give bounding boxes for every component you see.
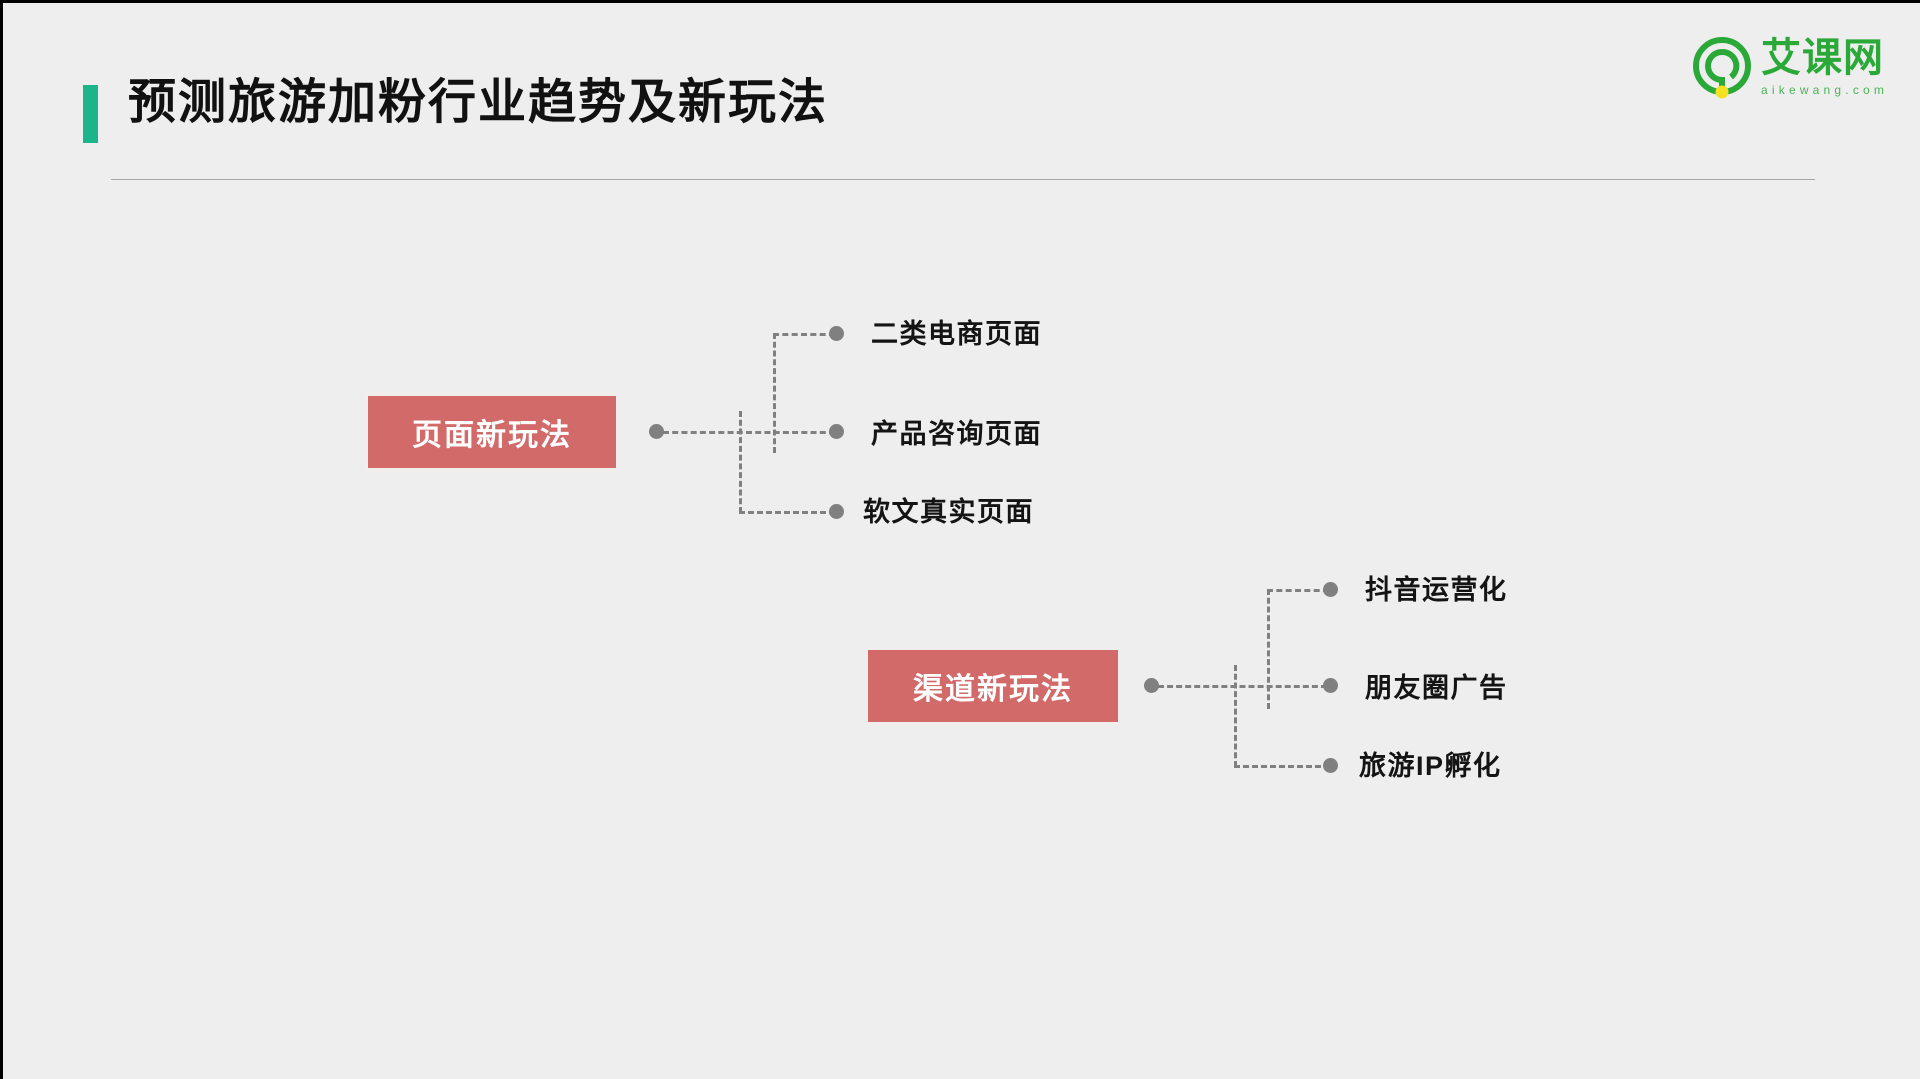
branch-dot-2-channel-plays — [1323, 678, 1338, 693]
trunk-dot-channel-plays — [1144, 678, 1159, 693]
logo-name-cn: 艾课网 — [1761, 36, 1884, 80]
riser-down-channel-plays — [1234, 665, 1237, 767]
branch-dot-1-page-plays — [829, 326, 844, 341]
leaf-label-1-page-plays[interactable]: 二类电商页面 — [871, 319, 1042, 349]
branch-dot-2-page-plays — [829, 424, 844, 439]
node-box-channel-plays[interactable]: 渠道新玩法 — [865, 647, 1121, 725]
title-accent-bar — [83, 85, 98, 143]
branch-dot-3-page-plays — [829, 504, 844, 519]
riser-up-page-plays — [773, 333, 776, 453]
branch-line-3-channel-plays — [1234, 765, 1330, 768]
brand-logo: 艾课网 aikewang.com — [1691, 35, 1896, 103]
riser-up-channel-plays — [1267, 589, 1270, 709]
branch-line-1-page-plays — [773, 333, 835, 336]
leaf-label-2-channel-plays[interactable]: 朋友圈广告 — [1365, 673, 1508, 703]
logo-name-en: aikewang.com — [1761, 83, 1889, 97]
riser-down-page-plays — [739, 411, 742, 513]
page-title: 预测旅游加粉行业趋势及新玩法 — [128, 76, 829, 129]
header-divider — [111, 179, 1815, 180]
leaf-label-3-channel-plays[interactable]: 旅游IP孵化 — [1359, 751, 1502, 781]
leaf-label-1-channel-plays[interactable]: 抖音运营化 — [1365, 575, 1508, 605]
trunk-line-channel-plays — [1158, 685, 1336, 688]
ring-q-logo-icon — [1691, 37, 1753, 99]
trunk-dot-page-plays — [649, 424, 664, 439]
node-box-page-plays[interactable]: 页面新玩法 — [365, 393, 619, 471]
branch-line-1-channel-plays — [1267, 589, 1329, 592]
branch-dot-3-channel-plays — [1323, 758, 1338, 773]
branch-line-3-page-plays — [739, 511, 835, 514]
leaf-label-2-page-plays[interactable]: 产品咨询页面 — [871, 419, 1042, 449]
trunk-line-page-plays — [663, 431, 835, 434]
leaf-label-3-page-plays[interactable]: 软文真实页面 — [863, 497, 1034, 527]
logo-text: 艾课网 aikewang.com — [1761, 35, 1896, 99]
branch-dot-1-channel-plays — [1323, 582, 1338, 597]
